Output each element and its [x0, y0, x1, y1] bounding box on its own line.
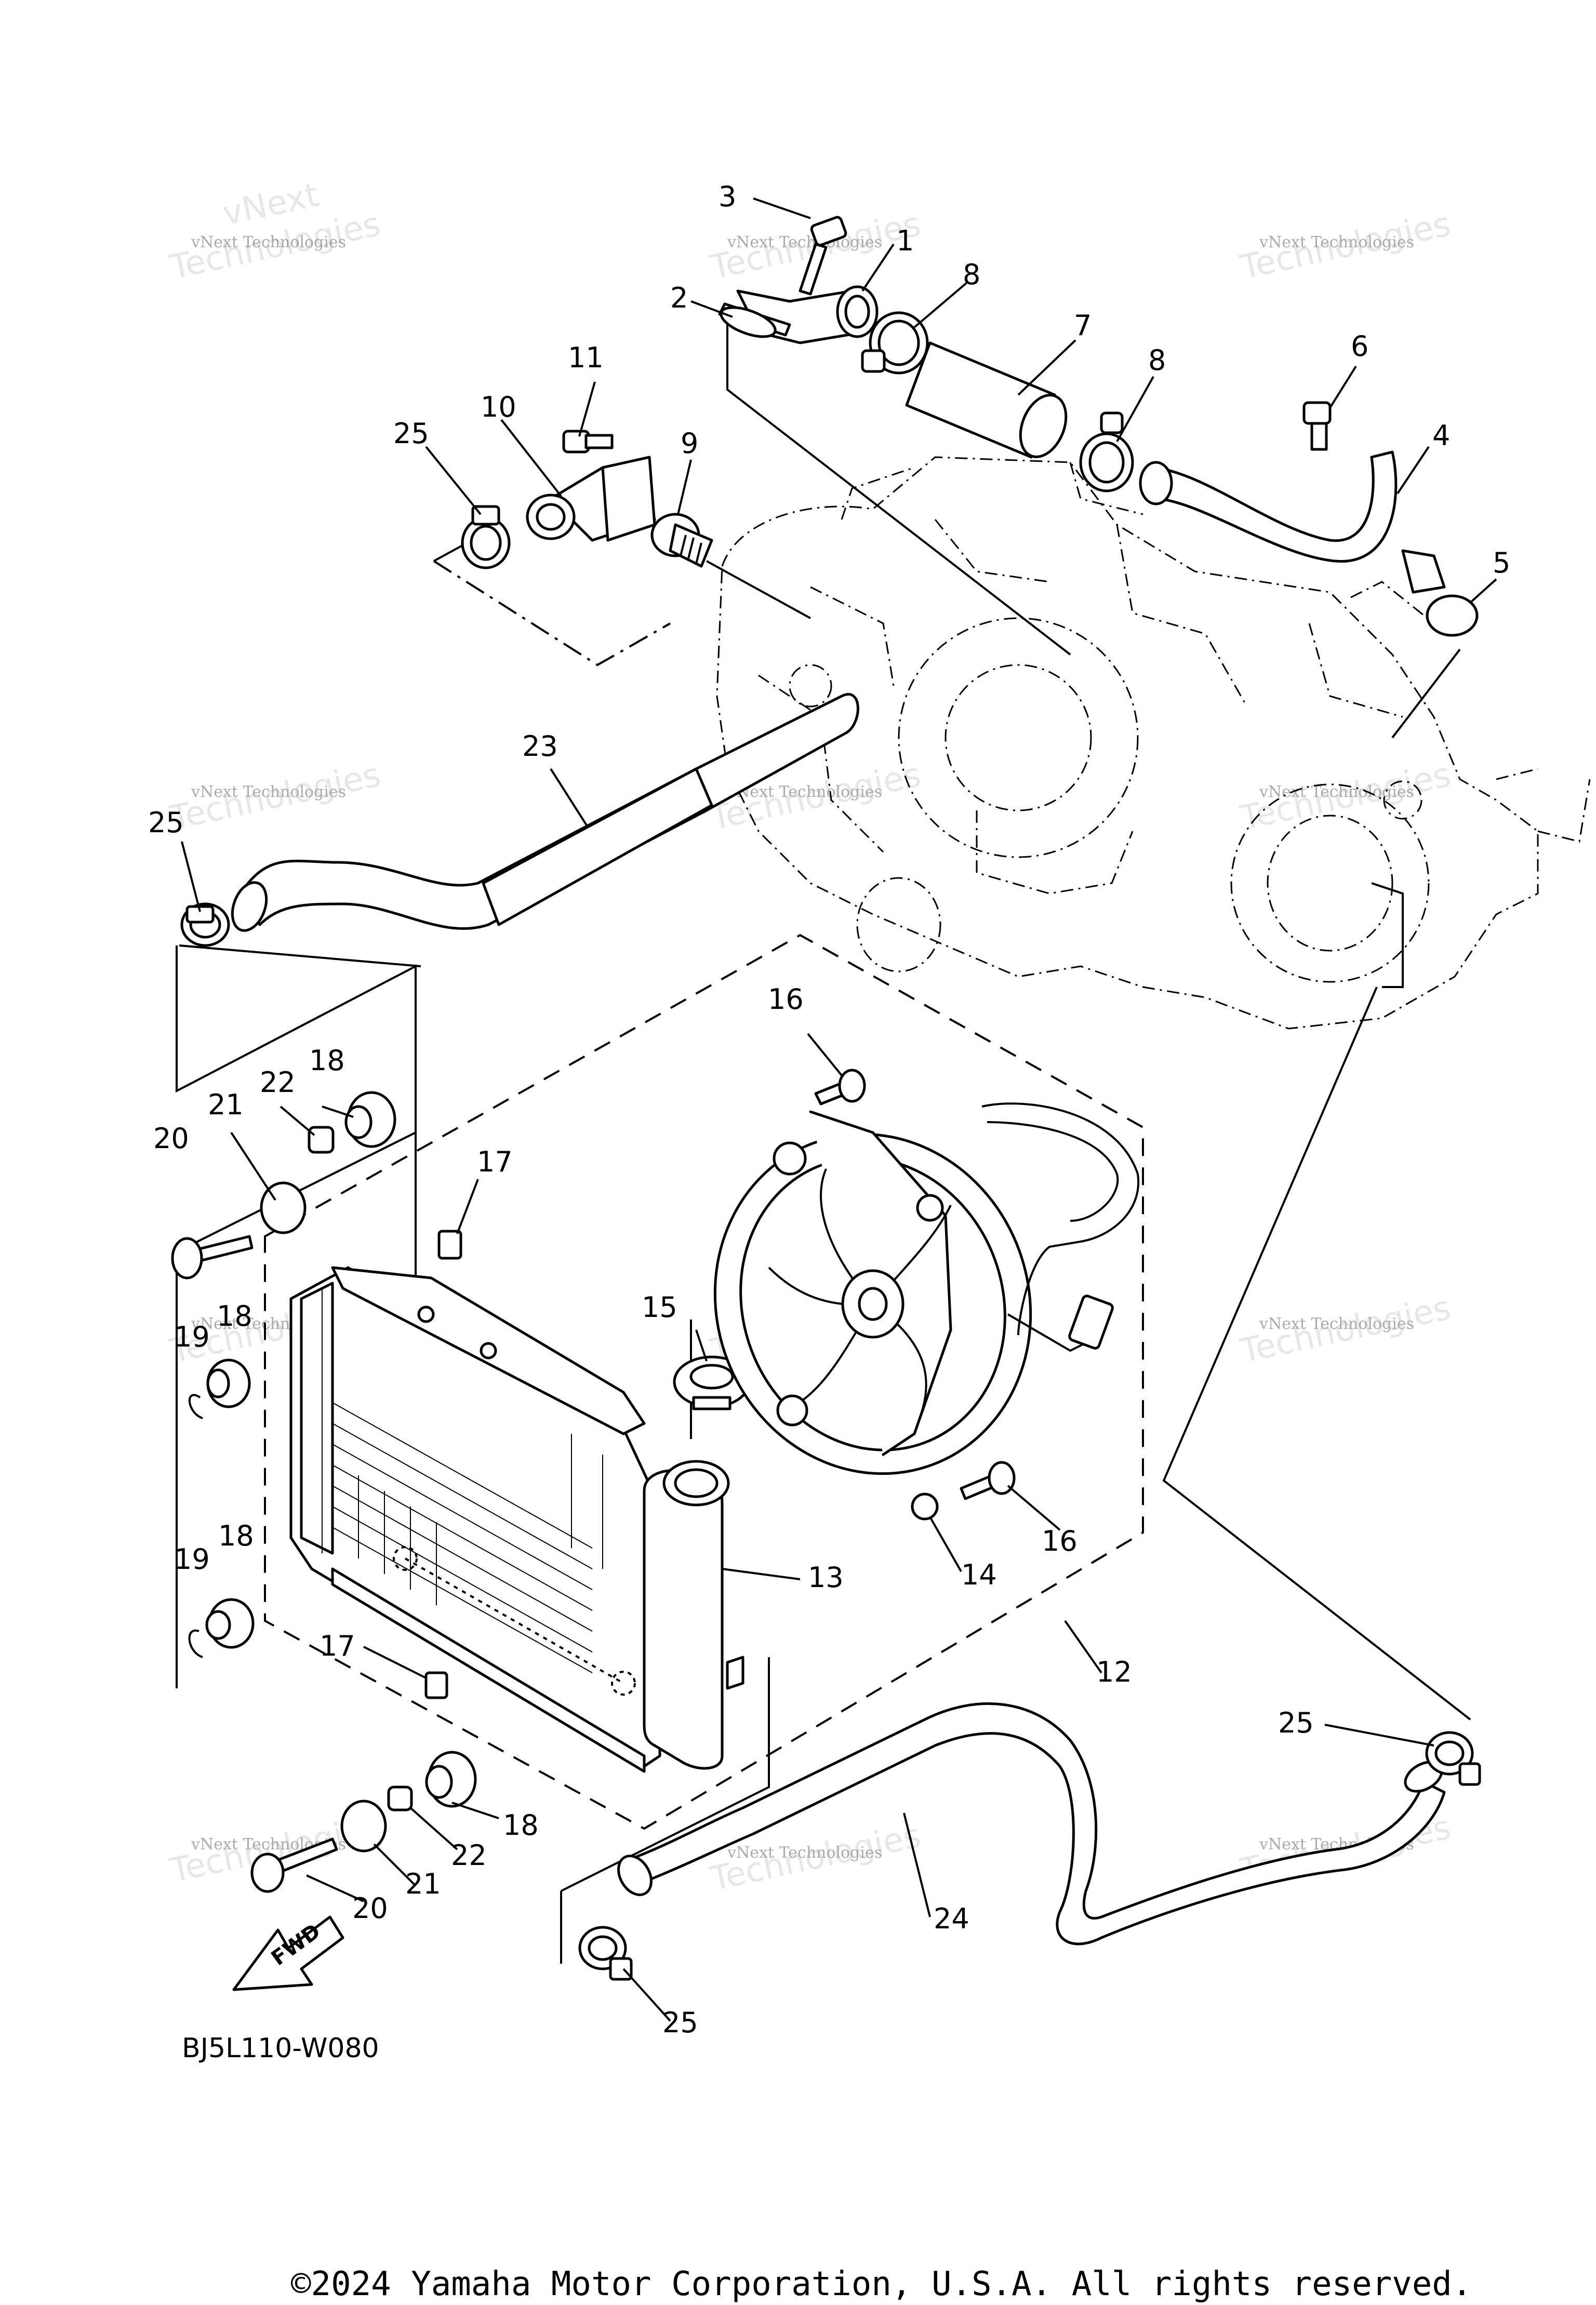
callout-25d: 25: [662, 2006, 698, 2039]
thermostat-9: [650, 513, 713, 568]
copyright-notice: ©2024 Yamaha Motor Corporation, U.S.A. A…: [291, 2265, 1472, 2303]
callout-16a: 16: [768, 983, 804, 1016]
callout-2: 2: [670, 282, 688, 314]
callout-11: 11: [568, 341, 604, 374]
watermark: vNext Technologies: [166, 176, 384, 287]
hose-clamp-8a: [861, 311, 929, 375]
hose-clamp-25a: [461, 505, 511, 569]
callout-18a: 18: [309, 1044, 345, 1077]
callout-21b: 21: [405, 1868, 441, 1900]
callout-22b: 22: [451, 1839, 487, 1872]
hose-clamp-25d: [578, 1926, 633, 1981]
bolt-16a: [814, 1069, 866, 1105]
callout-5: 5: [1493, 547, 1510, 579]
svg-text:vNext Technologies: vNext Technologies: [191, 233, 346, 251]
callout-8a: 8: [963, 258, 980, 291]
callout-16b: 16: [1042, 1525, 1078, 1557]
svg-text:Technologies: Technologies: [166, 756, 384, 838]
callout-23: 23: [522, 730, 558, 763]
washer-21b: [340, 1800, 387, 1853]
callout-13: 13: [808, 1561, 844, 1594]
grommet-18d: [425, 1751, 477, 1808]
callout-3: 3: [719, 180, 736, 213]
mount-bolt-20a: [171, 1235, 254, 1280]
callout-19a: 19: [174, 1321, 210, 1353]
callout-leaders: [181, 197, 1497, 2022]
callout-19b: 19: [174, 1543, 210, 1576]
collar-22a: [308, 1126, 335, 1154]
grommet-18a: [344, 1091, 396, 1148]
callout-17b: 17: [320, 1630, 355, 1662]
svg-text:vNext Technologies: vNext Technologies: [727, 233, 882, 251]
nut-17a: [437, 1230, 462, 1260]
callout-18d: 18: [503, 1809, 539, 1842]
leader-lines: [176, 322, 1471, 1964]
callout-18b: 18: [217, 1300, 252, 1333]
svg-text:Technologies: Technologies: [1236, 756, 1454, 838]
o-ring-5: [1426, 594, 1479, 637]
bolt-16b: [960, 1461, 1016, 1500]
water-inlet-10: [526, 456, 656, 542]
callout-15: 15: [642, 1291, 677, 1324]
callout-18c: 18: [218, 1520, 254, 1552]
callout-21a: 21: [208, 1088, 244, 1121]
hose-24: [617, 1702, 1446, 1946]
callout-12: 12: [1096, 1656, 1132, 1688]
bolt-11: [562, 430, 614, 454]
callout-1: 1: [896, 224, 914, 257]
nut-17b: [424, 1671, 448, 1699]
svg-text:Technologies: Technologies: [1236, 205, 1454, 287]
callout-17a: 17: [477, 1145, 513, 1178]
clip-19b: [188, 1629, 203, 1658]
callout-4: 4: [1432, 419, 1450, 452]
water-pipe-4: [1139, 450, 1446, 594]
callout-24: 24: [934, 1902, 969, 1935]
radiator-13: [289, 1266, 744, 1773]
fwd-arrow-icon: FWD: [232, 1915, 344, 1991]
svg-text:vNext Technologies: vNext Technologies: [191, 783, 346, 801]
callout-6: 6: [1351, 330, 1368, 363]
grommet-18b: [206, 1358, 251, 1408]
callout-8b: 8: [1148, 344, 1166, 377]
callout-10: 10: [481, 391, 516, 423]
engine-outline: [716, 456, 1591, 1030]
bolt-3: [799, 216, 847, 296]
hose-clamp-25c: [1425, 1731, 1481, 1786]
callout-numbers: 3 1 2 8 7 8 6 4 5 9 11 10 25 23 25 18 21…: [148, 180, 1510, 2039]
hose-clamp-8b: [1079, 411, 1134, 492]
mount-bolt-20b: [250, 1837, 338, 1893]
hose-7: [905, 341, 1068, 459]
callout-20a: 20: [153, 1122, 189, 1155]
callout-25a: 25: [393, 417, 429, 450]
svg-text:Technologies: Technologies: [1236, 1289, 1454, 1371]
callout-14: 14: [961, 1558, 997, 1591]
callout-25c: 25: [1278, 1707, 1314, 1739]
fan-assembly-14: [713, 1102, 1140, 1521]
callout-7: 7: [1074, 309, 1092, 342]
radiator-core-mesh: [322, 1288, 603, 1673]
svg-text:vNext Technologies: vNext Technologies: [727, 1844, 882, 1862]
callout-9: 9: [681, 427, 698, 460]
hose-clamp-25b: [180, 902, 230, 947]
hose-23: [231, 693, 859, 932]
svg-text:vNext Technologies: vNext Technologies: [1259, 783, 1414, 801]
svg-text:vNext Technologies: vNext Technologies: [1259, 1315, 1414, 1333]
callout-22a: 22: [260, 1066, 296, 1099]
clip-19a: [188, 1394, 203, 1419]
svg-text:vNext Technologies: vNext Technologies: [1259, 233, 1414, 251]
bolt-6: [1302, 401, 1332, 451]
callout-20b: 20: [352, 1892, 388, 1925]
diagram-code: BJ5L110-W080: [182, 2033, 379, 2064]
grommet-18c: [205, 1598, 255, 1649]
collar-22b: [387, 1786, 413, 1811]
callout-25b: 25: [148, 806, 184, 839]
